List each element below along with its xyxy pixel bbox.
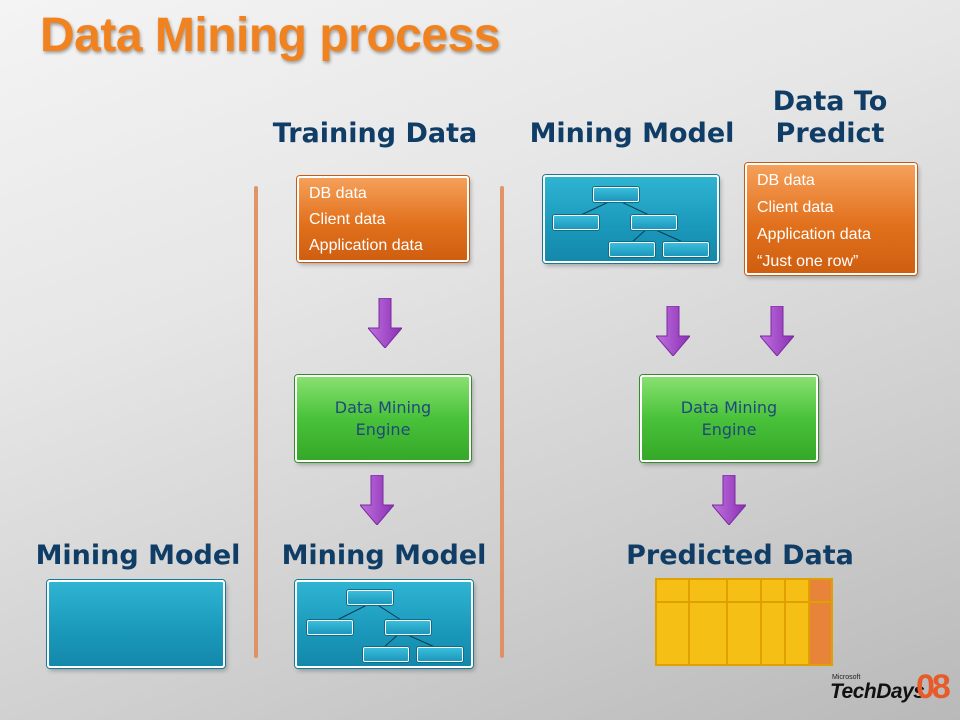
heading-mining-model-left: Mining Model [35,540,241,571]
heading-predicted-data: Predicted Data [626,540,854,571]
arrow-down-icon [656,306,690,356]
mining-model-box-left [47,580,225,668]
separator-line-right [500,186,504,658]
predict-line-2: Client data [757,199,834,216]
tree-node-right [631,215,677,230]
tree-node-leaf-1 [609,242,655,257]
logo-small-text: Microsoft [832,674,861,681]
mining-model-box-mid [295,580,473,668]
training-line-2: Client data [309,211,386,228]
heading-training-data: Training Data [272,118,478,149]
training-line-3: Application data [309,237,423,254]
heading-mining-model-mid: Mining Model [281,540,487,571]
predict-line-1: DB data [757,172,815,189]
engine-left-line1: Data Mining [334,397,432,417]
engine-box-right: Data Mining Engine [640,375,818,462]
tree-node-left [553,215,599,230]
tree-node-right [385,620,431,635]
engine-left-line2: Engine [355,419,411,439]
tree-node-left [307,620,353,635]
tree-node-root [347,590,393,605]
predicted-data-table [655,578,833,666]
logo-year-text: 08 [916,668,951,706]
training-line-1: DB data [309,185,367,202]
arrow-down-icon [368,298,402,348]
techdays-logo: Microsoft TechDays 08 [828,668,952,714]
mining-model-box-top [543,175,719,263]
logo-brand-text: TechDays [830,680,925,703]
predicted-table-grid [657,580,831,664]
separator-line-left [254,186,258,658]
heading-mining-model-top: Mining Model [529,118,735,149]
arrow-down-icon [360,475,394,525]
arrow-down-icon [760,306,794,356]
predict-data-box: DB data Client data Application data “Ju… [745,163,917,275]
engine-box-left: Data Mining Engine [295,375,471,462]
tree-node-leaf-2 [417,647,463,662]
training-data-box: DB data Client data Application data [297,176,469,262]
engine-right-line2: Engine [701,419,757,439]
tree-node-leaf-1 [363,647,409,662]
arrow-down-icon [712,475,746,525]
tree-node-leaf-2 [663,242,709,257]
heading-data-to-predict: Data To Predict [772,86,888,150]
predict-line-4: “Just one row” [757,253,859,270]
tree-node-root [593,187,639,202]
engine-right-line1: Data Mining [680,397,778,417]
slide-title: Data Mining process [40,9,500,62]
predict-line-3: Application data [757,226,871,243]
